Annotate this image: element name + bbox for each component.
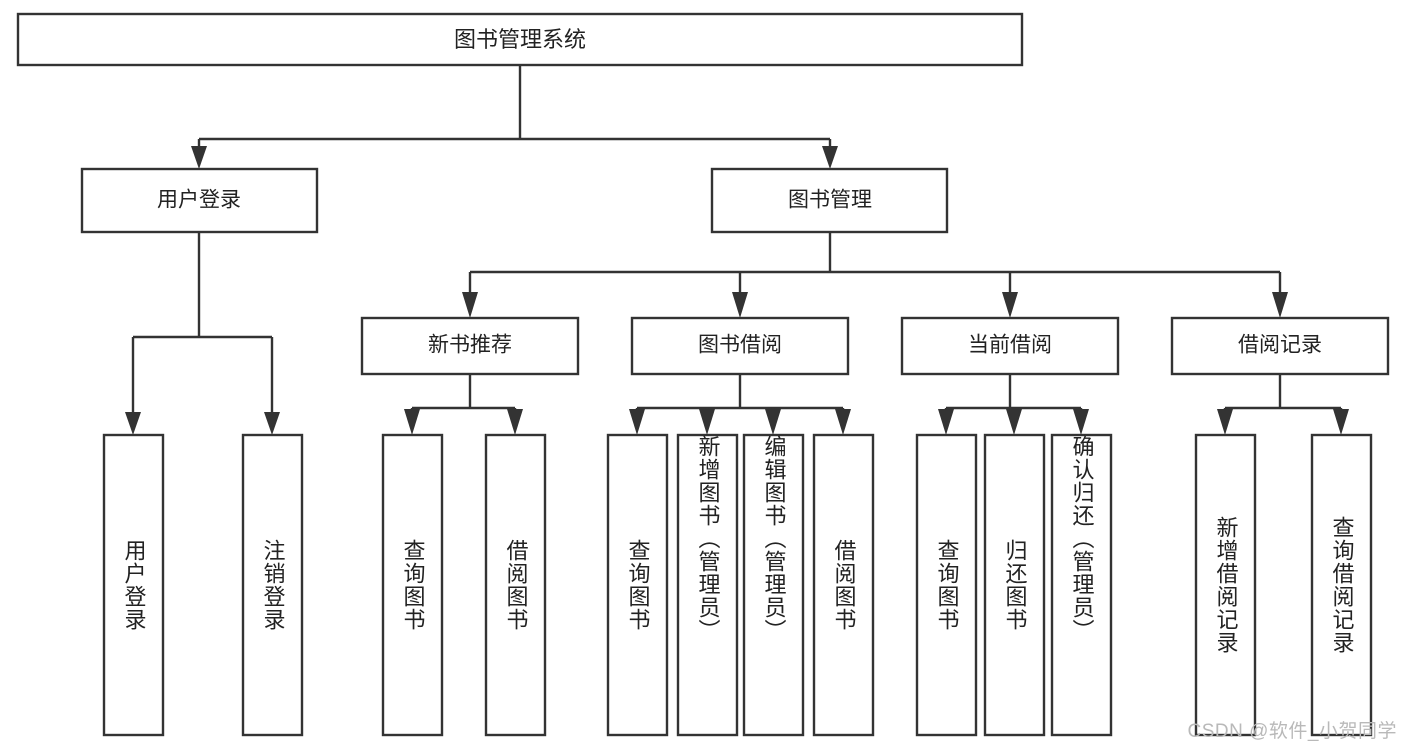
leaf-add-record-box[interactable] xyxy=(1194,433,1257,737)
leaf-query-record-box[interactable] xyxy=(1310,433,1373,737)
leaf-confirm-return-box[interactable] xyxy=(1050,433,1113,737)
arrow-leaf-query-book-3 xyxy=(938,409,954,435)
arrow-leaf-return-book xyxy=(1006,409,1022,435)
node-user-login-box xyxy=(80,167,319,234)
arrow-leaf-query-book-1 xyxy=(404,409,420,435)
node-borrow-record[interactable]: 借阅记录 xyxy=(1170,316,1390,376)
leaf-boxes xyxy=(102,433,1373,737)
arrow-leaf-logout-login xyxy=(264,412,280,435)
leaf-query-book-1-box[interactable] xyxy=(381,433,444,737)
node-current-borrow[interactable]: 当前借阅 xyxy=(900,316,1120,376)
leaf-borrow-book-1-box[interactable] xyxy=(484,433,547,737)
arrow-to-current-borrow xyxy=(1002,292,1018,318)
arrow-to-book-manage xyxy=(822,146,838,169)
node-borrow-record-label: 借阅记录 xyxy=(1238,334,1322,357)
node-new-book-recommend-box xyxy=(360,316,580,376)
node-book-manage[interactable]: 图书管理 xyxy=(710,167,949,234)
arrow-leaf-query-record xyxy=(1333,409,1349,435)
node-book-manage-label: 图书管理 xyxy=(788,189,872,212)
arrow-leaf-borrow-book-1 xyxy=(507,409,523,435)
node-borrow-record-box xyxy=(1170,316,1390,376)
node-root[interactable]: 图书管理系统 xyxy=(16,12,1024,67)
node-book-manage-box xyxy=(710,167,949,234)
arrow-leaf-query-book-2 xyxy=(629,409,645,435)
arrow-to-borrow-record xyxy=(1272,292,1288,318)
watermark-text: CSDN @软件_小贺同学 xyxy=(1187,721,1397,742)
arrow-leaf-edit-book xyxy=(765,409,781,435)
leaf-user-login-box[interactable] xyxy=(102,433,165,737)
arrow-to-new-book-recommend xyxy=(462,292,478,318)
node-new-book-recommend-label: 新书推荐 xyxy=(428,334,512,357)
node-new-book-recommend[interactable]: 新书推荐 xyxy=(360,316,580,376)
node-root-label: 图书管理系统 xyxy=(454,27,586,52)
arrow-leaf-user-login xyxy=(125,412,141,435)
leaf-add-book-box[interactable] xyxy=(676,433,739,737)
arrow-to-user-login xyxy=(191,146,207,169)
arrow-leaf-add-book xyxy=(699,409,715,435)
arrow-leaf-confirm-return xyxy=(1073,409,1089,435)
node-user-login-label: 用户登录 xyxy=(157,189,241,212)
leaf-query-book-3-box[interactable] xyxy=(915,433,978,737)
node-current-borrow-label: 当前借阅 xyxy=(968,334,1052,357)
leaf-edit-book-box[interactable] xyxy=(742,433,805,737)
node-current-borrow-box xyxy=(900,316,1120,376)
node-root-box xyxy=(16,12,1024,67)
leaf-logout-login-box[interactable] xyxy=(241,433,304,737)
node-book-borrow[interactable]: 图书借阅 xyxy=(630,316,850,376)
node-book-borrow-box xyxy=(630,316,850,376)
arrow-leaf-borrow-book-2 xyxy=(835,409,851,435)
node-book-borrow-label: 图书借阅 xyxy=(698,334,782,357)
connector-group xyxy=(125,65,1349,435)
leaf-return-book-box[interactable] xyxy=(983,433,1046,737)
arrow-leaf-add-record xyxy=(1217,409,1233,435)
arrow-to-book-borrow xyxy=(732,292,748,318)
leaf-borrow-book-2-box[interactable] xyxy=(812,433,875,737)
leaf-query-book-2-box[interactable] xyxy=(606,433,669,737)
node-user-login[interactable]: 用户登录 xyxy=(80,167,319,234)
